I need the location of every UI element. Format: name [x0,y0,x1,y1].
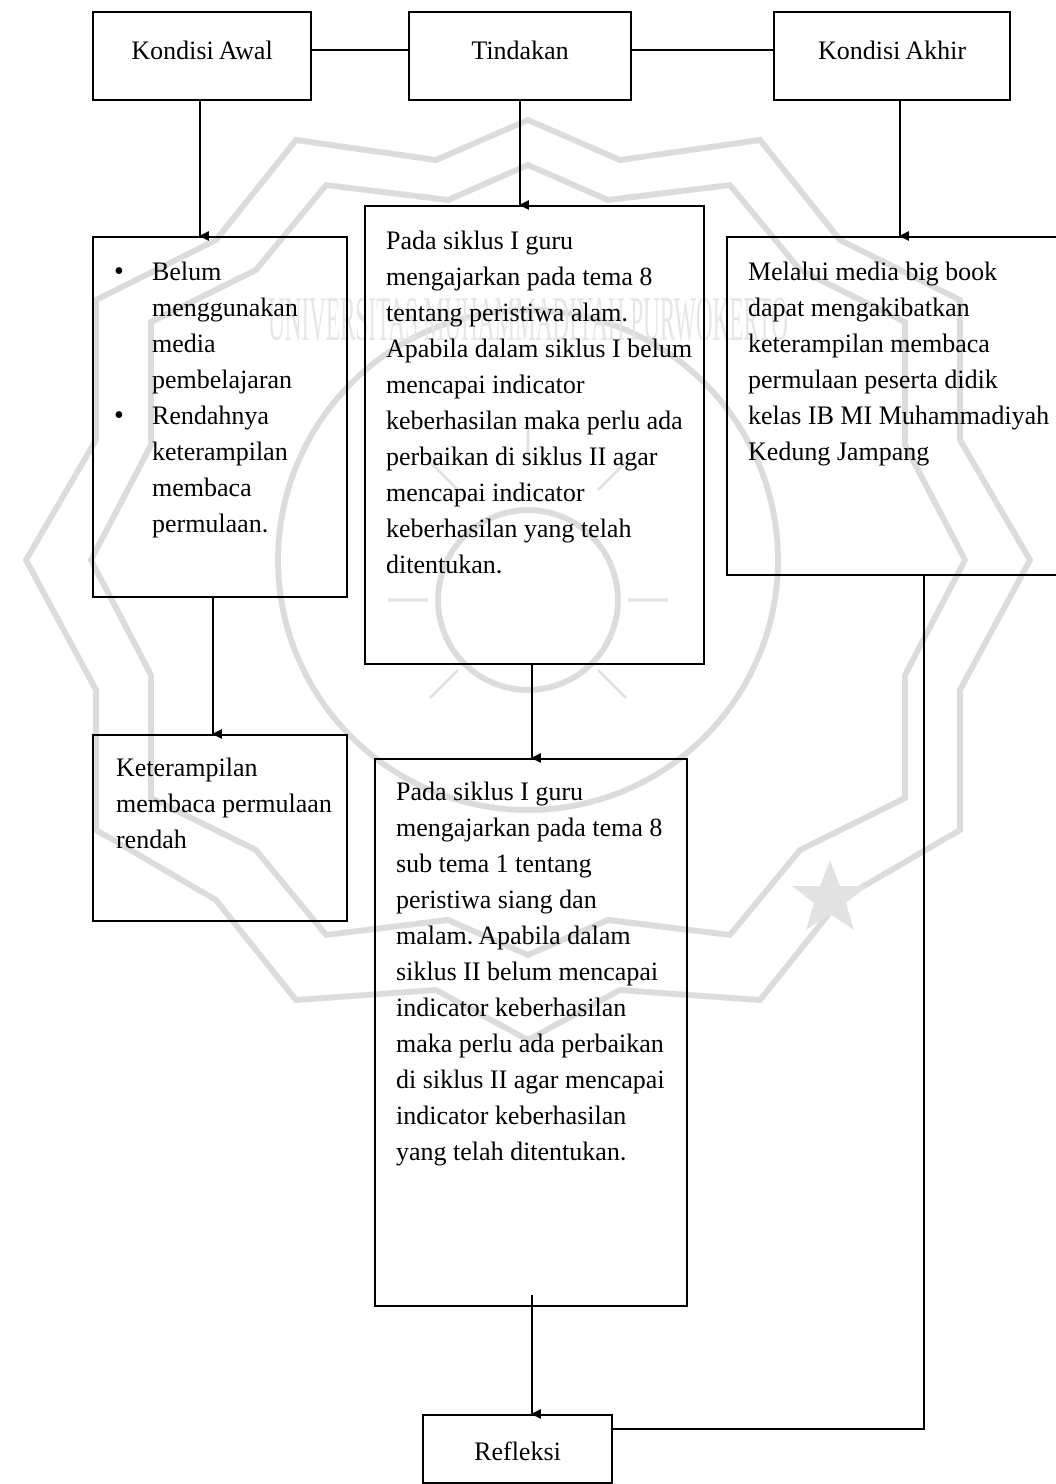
label-kondisi-awal: Kondisi Awal [131,36,273,65]
box-kondisi-akhir-result: Melalui media big book dapat mengakibatk… [726,236,1056,576]
label-refleksi: Refleksi [474,1437,561,1466]
box-refleksi: Refleksi [422,1414,613,1484]
box-awal-result: Keterampilan membaca permulaan rendah [92,734,348,922]
text-awal-result: Keterampilan membaca permulaan rendah [116,753,332,854]
text-akhir: Melalui media big book dapat mengakibatk… [748,257,1050,466]
label-tindakan: Tindakan [471,36,569,65]
text-siklus-2: Pada siklus I guru mengajarkan pada tema… [396,777,665,1166]
label-kondisi-akhir: Kondisi Akhir [817,36,967,65]
text-siklus-1: Pada siklus I guru mengajarkan pada tema… [386,226,693,579]
box-siklus-1: Pada siklus I guru mengajarkan pada tema… [364,205,705,665]
line-akhir-to-refleksi [612,575,925,1430]
box-kondisi-awal: Kondisi Awal [92,11,312,101]
box-awal-bullets: Belum menggunakan media pembelajaran Ren… [92,236,348,598]
box-kondisi-akhir: Kondisi Akhir [773,11,1011,101]
bullet-item: Rendahnya keterampilan membaca permulaan… [114,398,346,542]
bullet-list: Belum menggunakan media pembelajaran Ren… [114,254,346,542]
box-tindakan: Tindakan [408,11,632,101]
bullet-item: Belum menggunakan media pembelajaran [114,254,346,398]
box-siklus-2: Pada siklus I guru mengajarkan pada tema… [374,758,688,1307]
